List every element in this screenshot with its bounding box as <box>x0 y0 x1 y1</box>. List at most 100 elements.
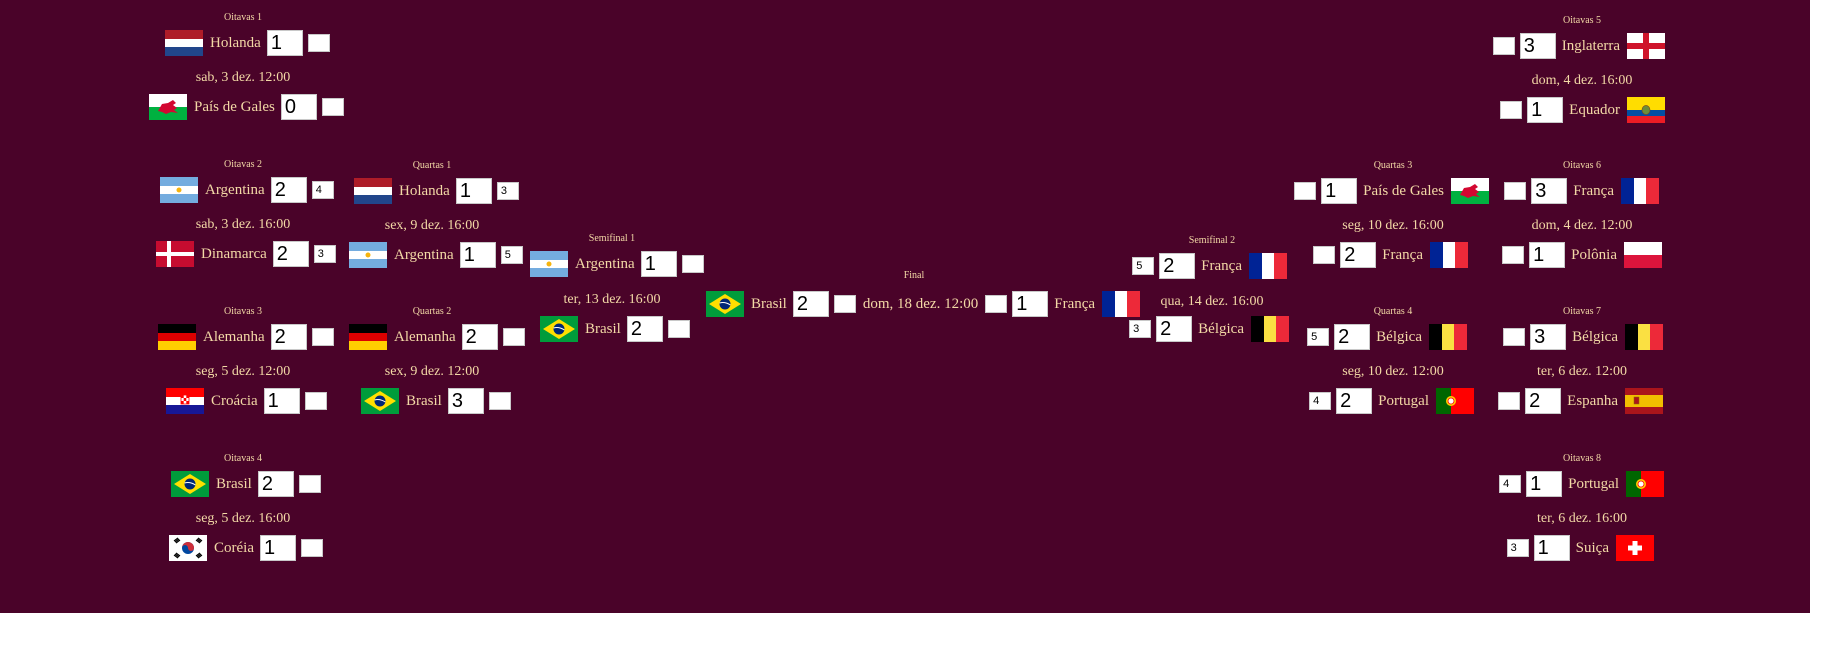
argentina-flag <box>530 251 568 277</box>
score-input[interactable]: 1 <box>263 388 300 414</box>
score-input[interactable]: 2 <box>1334 324 1371 350</box>
team-name: Holanda <box>210 34 261 51</box>
score-input[interactable]: 2 <box>272 241 309 267</box>
team-name: Polônia <box>1571 246 1617 263</box>
match-title: Final <box>903 270 925 281</box>
penalty-input[interactable]: 5 <box>1307 328 1330 346</box>
penalty-input[interactable]: 4 <box>311 181 334 199</box>
penalty-input[interactable] <box>1492 37 1515 55</box>
penalty-input[interactable] <box>1498 392 1521 410</box>
score-input[interactable]: 1 <box>1533 535 1570 561</box>
penalty-input[interactable]: 3 <box>496 182 519 200</box>
match-title: Oitavas 8 <box>1562 453 1602 464</box>
team-name: Croácia <box>211 392 258 409</box>
score-input[interactable]: 1 <box>1526 471 1563 497</box>
croatia-flag <box>166 388 204 414</box>
match-date: ter, 13 dez. 16:00 <box>563 292 661 307</box>
team-row: 1 Polônia <box>1499 240 1665 270</box>
score-input[interactable]: 3 <box>447 388 484 414</box>
score-input[interactable]: 2 <box>1340 242 1377 268</box>
score-input[interactable]: 3 <box>1531 178 1568 204</box>
score-input[interactable]: 1 <box>259 535 296 561</box>
match-date: ter, 6 dez. 12:00 <box>1536 364 1628 379</box>
france-flag <box>1621 178 1659 204</box>
score-input[interactable]: 2 <box>1336 388 1373 414</box>
penalty-input[interactable] <box>1294 182 1317 200</box>
penalty-input[interactable]: 5 <box>500 246 523 264</box>
penalty-input[interactable]: 3 <box>1506 539 1529 557</box>
score-input[interactable]: 1 <box>455 178 492 204</box>
france-flag <box>1430 242 1468 268</box>
penalty-input[interactable] <box>985 295 1008 313</box>
penalty-input[interactable] <box>681 255 704 273</box>
score-input[interactable]: 2 <box>270 177 307 203</box>
score-input[interactable]: 2 <box>270 324 307 350</box>
match-title: Oitavas 1 <box>223 12 263 23</box>
penalty-input[interactable] <box>1500 101 1523 119</box>
penalty-input[interactable] <box>1502 246 1525 264</box>
penalty-input[interactable] <box>1313 246 1336 264</box>
penalty-input[interactable] <box>304 392 327 410</box>
germany-flag <box>158 324 196 350</box>
score-input[interactable]: 2 <box>626 316 663 342</box>
team-name: Holanda <box>399 182 450 199</box>
score-input[interactable]: 1 <box>1012 291 1049 317</box>
team-name: Suiça <box>1575 539 1609 556</box>
score-input[interactable]: 1 <box>266 30 303 56</box>
score-input[interactable]: 3 <box>1530 324 1567 350</box>
brazil-flag <box>540 316 578 342</box>
penalty-input[interactable]: 3 <box>313 245 336 263</box>
penalty-input[interactable] <box>300 539 323 557</box>
team-name: Espanha <box>1567 392 1618 409</box>
score-input[interactable]: 1 <box>640 251 677 277</box>
wales-flag <box>149 94 187 120</box>
match-date: sab, 3 dez. 16:00 <box>195 217 291 232</box>
penalty-input[interactable] <box>502 328 525 346</box>
penalty-input[interactable] <box>307 34 330 52</box>
team-name: Brasil <box>751 295 787 312</box>
team-name: Brasil <box>406 392 442 409</box>
penalty-input[interactable]: 4 <box>1309 392 1332 410</box>
score-input[interactable]: 3 <box>1519 33 1556 59</box>
team-name: Portugal <box>1568 475 1619 492</box>
ecuador-flag <box>1627 97 1665 123</box>
penalty-input[interactable] <box>667 320 690 338</box>
penalty-input[interactable] <box>311 328 334 346</box>
score-input[interactable]: 1 <box>459 242 496 268</box>
penalty-input[interactable]: 3 <box>1129 320 1152 338</box>
penalty-input[interactable] <box>1504 182 1527 200</box>
score-input[interactable]: 1 <box>1321 178 1358 204</box>
score-input[interactable]: 0 <box>280 94 317 120</box>
score-input[interactable]: 2 <box>1156 316 1193 342</box>
score-input[interactable]: 2 <box>461 324 498 350</box>
score-input[interactable]: 2 <box>257 471 294 497</box>
penalty-input[interactable]: 4 <box>1499 475 1522 493</box>
penalty-input[interactable] <box>298 475 321 493</box>
penalty-input[interactable]: 5 <box>1132 257 1155 275</box>
penalty-input[interactable] <box>833 295 856 313</box>
brazil-flag <box>361 388 399 414</box>
score-input[interactable]: 2 <box>792 291 829 317</box>
penalty-input[interactable] <box>321 98 344 116</box>
penalty-input[interactable] <box>1503 328 1526 346</box>
score-input[interactable]: 1 <box>1529 242 1566 268</box>
match-date: sab, 3 dez. 12:00 <box>195 70 291 85</box>
score-input[interactable]: 1 <box>1527 97 1564 123</box>
match-date: qua, 14 dez. 16:00 <box>1160 294 1264 309</box>
penalty-input[interactable] <box>488 392 511 410</box>
score-input[interactable]: 2 <box>1159 253 1196 279</box>
poland-flag <box>1624 242 1662 268</box>
score-input[interactable]: 2 <box>1525 388 1562 414</box>
brazil-flag <box>706 291 744 317</box>
team-name: Argentina <box>205 181 265 198</box>
belgium-flag <box>1625 324 1663 350</box>
match-title: Oitavas 2 <box>223 159 263 170</box>
match-date: sex, 9 dez. 16:00 <box>384 218 480 233</box>
